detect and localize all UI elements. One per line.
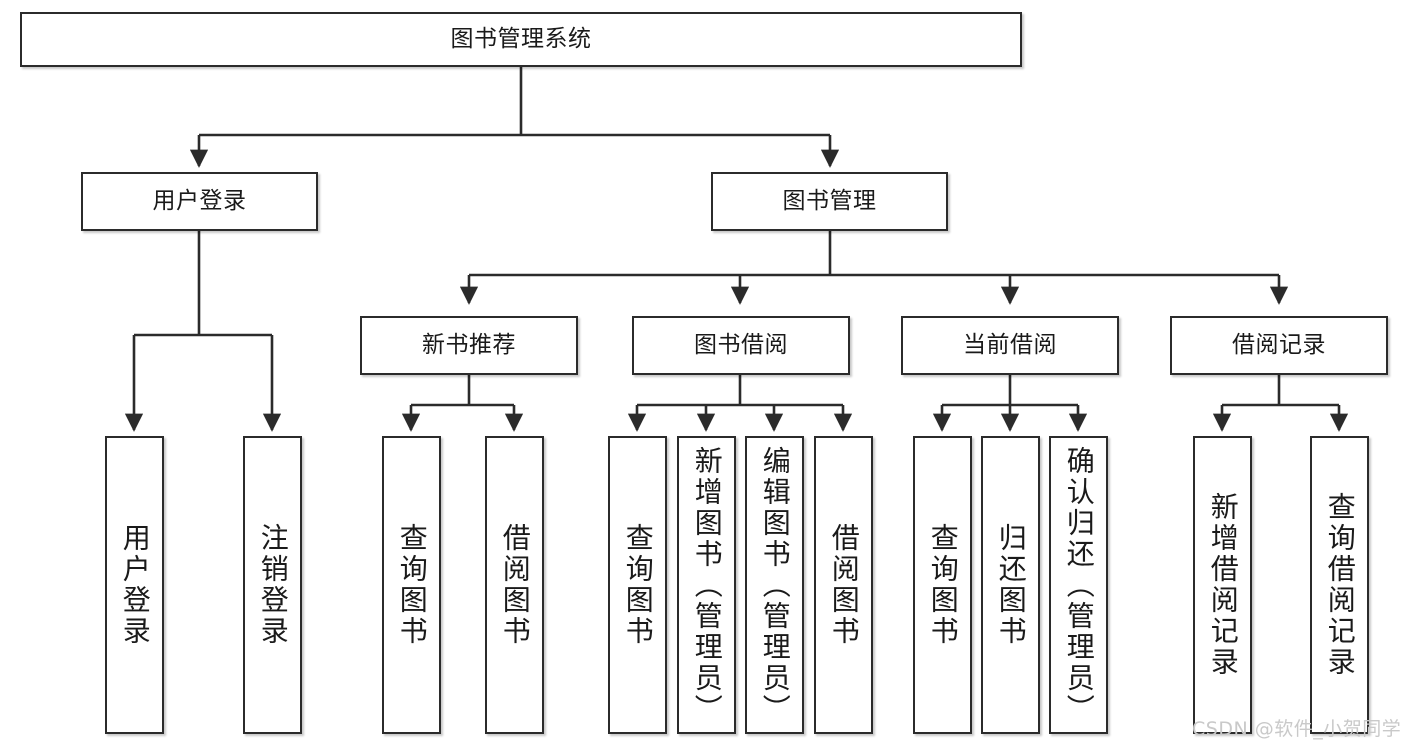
node-label: 查询图书 [621, 523, 655, 647]
node-label: 借阅图书 [498, 523, 532, 647]
node-borrow-record[interactable]: 借阅记录 [1170, 316, 1388, 375]
leaf-bb-borrow-book[interactable]: 借阅图书 [814, 436, 873, 734]
leaf-br-add-record[interactable]: 新增借阅记录 [1193, 436, 1252, 734]
node-label: 编辑图书（管理员） [758, 445, 792, 725]
node-label: 图书管理系统 [450, 25, 592, 52]
node-label: 查询借阅记录 [1323, 492, 1357, 678]
node-book-borrow[interactable]: 图书借阅 [632, 316, 850, 375]
leaf-user-login[interactable]: 用户登录 [105, 436, 164, 734]
node-label: 新增借阅记录 [1206, 492, 1240, 678]
node-label: 查询图书 [395, 523, 429, 647]
leaf-nb-borrow-book[interactable]: 借阅图书 [485, 436, 544, 734]
node-current-borrow[interactable]: 当前借阅 [901, 316, 1119, 375]
node-label: 用户登录 [118, 523, 152, 647]
node-label: 确认归还（管理员） [1062, 445, 1096, 725]
leaf-nb-query-book[interactable]: 查询图书 [382, 436, 441, 734]
node-label: 图书借阅 [694, 331, 788, 358]
leaf-logout[interactable]: 注销登录 [243, 436, 302, 734]
leaf-cb-return-book[interactable]: 归还图书 [981, 436, 1040, 734]
leaf-cb-query-book[interactable]: 查询图书 [913, 436, 972, 734]
node-label: 新增图书（管理员） [690, 445, 724, 725]
node-label: 注销登录 [256, 523, 290, 647]
node-label: 图书管理 [782, 187, 877, 214]
node-root-book-management-system[interactable]: 图书管理系统 [20, 12, 1022, 67]
leaf-bb-add-book-admin[interactable]: 新增图书（管理员） [677, 436, 736, 734]
node-label: 借阅记录 [1232, 331, 1326, 358]
node-label: 借阅图书 [827, 523, 861, 647]
leaf-bb-edit-book-admin[interactable]: 编辑图书（管理员） [745, 436, 804, 734]
leaf-cb-confirm-return-admin[interactable]: 确认归还（管理员） [1049, 436, 1108, 734]
node-new-book-recommend[interactable]: 新书推荐 [360, 316, 578, 375]
csdn-watermark: CSDN @软件_小贺同学 [1192, 718, 1402, 740]
node-label: 新书推荐 [422, 331, 516, 358]
node-book-management[interactable]: 图书管理 [711, 172, 948, 231]
leaf-bb-query-book[interactable]: 查询图书 [608, 436, 667, 734]
node-label: 归还图书 [994, 523, 1028, 647]
node-label: 查询图书 [926, 523, 960, 647]
node-label: 当前借阅 [963, 331, 1057, 358]
node-user-login[interactable]: 用户登录 [81, 172, 318, 231]
leaf-br-query-record[interactable]: 查询借阅记录 [1310, 436, 1369, 734]
node-label: 用户登录 [152, 187, 247, 214]
